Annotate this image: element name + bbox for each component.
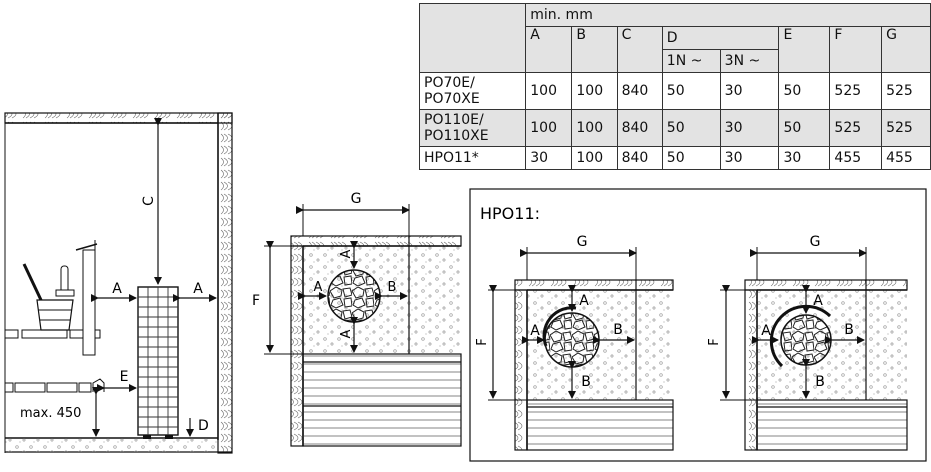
table-cell: 525 — [881, 72, 931, 110]
label-g: G — [810, 234, 821, 250]
dimension-max-450: max. 450 — [20, 387, 100, 437]
model-line: PO110XE — [424, 128, 489, 144]
label-a: A — [761, 323, 771, 339]
backrest — [75, 240, 98, 356]
col-d-3n: 3N ~ — [719, 49, 780, 73]
dimension-c: C — [141, 118, 162, 285]
table-cell: 30 — [525, 146, 573, 170]
dimension-a-left: A — [91, 281, 137, 302]
col-d: D — [661, 26, 780, 50]
clearance-arrows: A A A B — [298, 241, 408, 353]
label-c: C — [141, 196, 157, 206]
table-cell: 30 — [778, 146, 831, 170]
col-b: B — [571, 26, 618, 73]
heater-stones — [780, 314, 832, 366]
table-cell: 100 — [525, 72, 573, 110]
col-f: F — [829, 26, 883, 73]
hpo11-plan-left: G F A B A B — [475, 234, 674, 451]
table-cell: 525 — [881, 109, 931, 147]
table-cell: 840 — [616, 146, 663, 170]
label-b: B — [844, 322, 854, 338]
table-cell: 100 — [571, 72, 618, 110]
table-cell: 455 — [881, 146, 931, 170]
heat-shield — [769, 304, 832, 368]
hpo11-plan-right: G F A B A B — [707, 234, 908, 451]
row-model: HPO11* — [418, 146, 527, 170]
table-cell: 525 — [829, 72, 883, 110]
table-cell: 50 — [778, 109, 831, 147]
table-cell: 50 — [661, 109, 721, 147]
clearance-table: min. mm A B C D E F G 1N ~ 3N ~ PO70E/PO… — [418, 3, 931, 170]
table-cell: 30 — [719, 109, 780, 147]
label-f: F — [475, 338, 490, 345]
table-cell: 30 — [719, 72, 780, 110]
dimension-d: D — [186, 418, 209, 437]
label-b: B — [815, 374, 825, 390]
label-a: A — [314, 280, 323, 295]
label-f: F — [707, 338, 722, 345]
dimension-g: G — [296, 191, 410, 236]
dimension-a-right: A — [173, 281, 217, 302]
table-cell: 50 — [661, 72, 721, 110]
label-max-450: max. 450 — [20, 406, 81, 421]
heater-stones — [327, 269, 381, 323]
label-a: A — [579, 293, 589, 309]
lower-bench — [4, 378, 105, 393]
label-g: G — [351, 191, 362, 207]
label-g: G — [577, 234, 588, 250]
label-b: B — [613, 322, 623, 338]
label-a: A — [112, 281, 122, 297]
model-line: PO70XE — [424, 91, 480, 107]
label-a: A — [339, 329, 354, 338]
label-b: B — [388, 280, 397, 295]
model-line: PO70E/ — [424, 75, 475, 91]
label-b: B — [581, 374, 591, 390]
label-f: F — [252, 293, 260, 309]
model-line: PO110E/ — [424, 112, 484, 128]
hpo11-title: HPO11: — [480, 204, 540, 223]
col-c: C — [616, 26, 663, 73]
table-cell: 455 — [829, 146, 883, 170]
dimension-e: E — [97, 369, 137, 392]
hpo11-frame: HPO11: G F A B A — [469, 188, 927, 462]
heater-body — [137, 286, 179, 439]
table-cell: 30 — [719, 146, 780, 170]
table-corner — [418, 3, 527, 73]
label-a: A — [530, 323, 540, 339]
label-a: A — [339, 249, 354, 258]
table-cell: 50 — [661, 146, 721, 170]
label-e: E — [120, 369, 129, 385]
col-g: G — [881, 26, 931, 73]
header-min-mm: min. mm — [525, 3, 931, 27]
col-a: A — [525, 26, 573, 73]
bucket-icon — [22, 263, 75, 331]
dimension-f: F — [252, 241, 303, 355]
bench-boards — [302, 353, 462, 447]
col-d-1n: 1N ~ — [661, 49, 721, 73]
table-cell: 100 — [571, 109, 618, 147]
side-elevation-drawing: C A A E max. 450 D — [4, 112, 233, 454]
table-cell: 100 — [571, 146, 618, 170]
table-cell: 525 — [829, 109, 883, 147]
label-d: D — [198, 418, 209, 434]
label-a: A — [813, 293, 823, 309]
heater-stones — [544, 312, 600, 368]
ceiling — [4, 112, 233, 124]
plan-view-drawing: G F A A A B — [252, 191, 462, 447]
label-a: A — [193, 281, 203, 297]
col-e: E — [778, 26, 831, 73]
wall-right — [217, 112, 233, 454]
